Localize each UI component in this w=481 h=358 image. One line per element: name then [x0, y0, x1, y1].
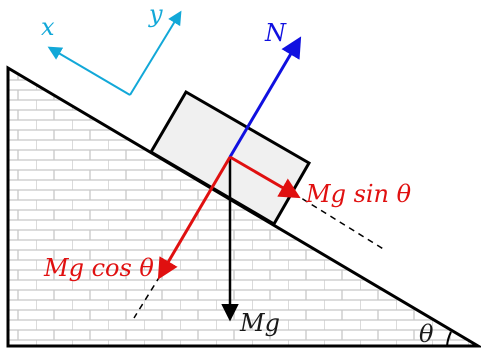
- normal-force-arrow: [228, 36, 302, 158]
- angle-arc: [446, 331, 452, 347]
- perpendicular-dashed-line: [133, 275, 161, 319]
- y-axis-label: y: [148, 0, 163, 28]
- x-axis-label: x: [41, 13, 55, 41]
- x-axis: [47, 46, 131, 96]
- normal-force-label: N: [264, 19, 287, 47]
- parallel-component-arrow: [229, 155, 301, 199]
- perpendicular-component-arrow: [157, 156, 232, 280]
- y-axis: [129, 10, 182, 96]
- angle-label: θ: [419, 320, 434, 348]
- parallel-dashed-line: [292, 192, 386, 251]
- parallel-component-label: Mg sin θ: [305, 180, 412, 208]
- weight-label: Mg: [239, 309, 280, 337]
- perpendicular-component-label: Mg cos θ: [43, 254, 154, 282]
- axes: x y: [41, 0, 182, 96]
